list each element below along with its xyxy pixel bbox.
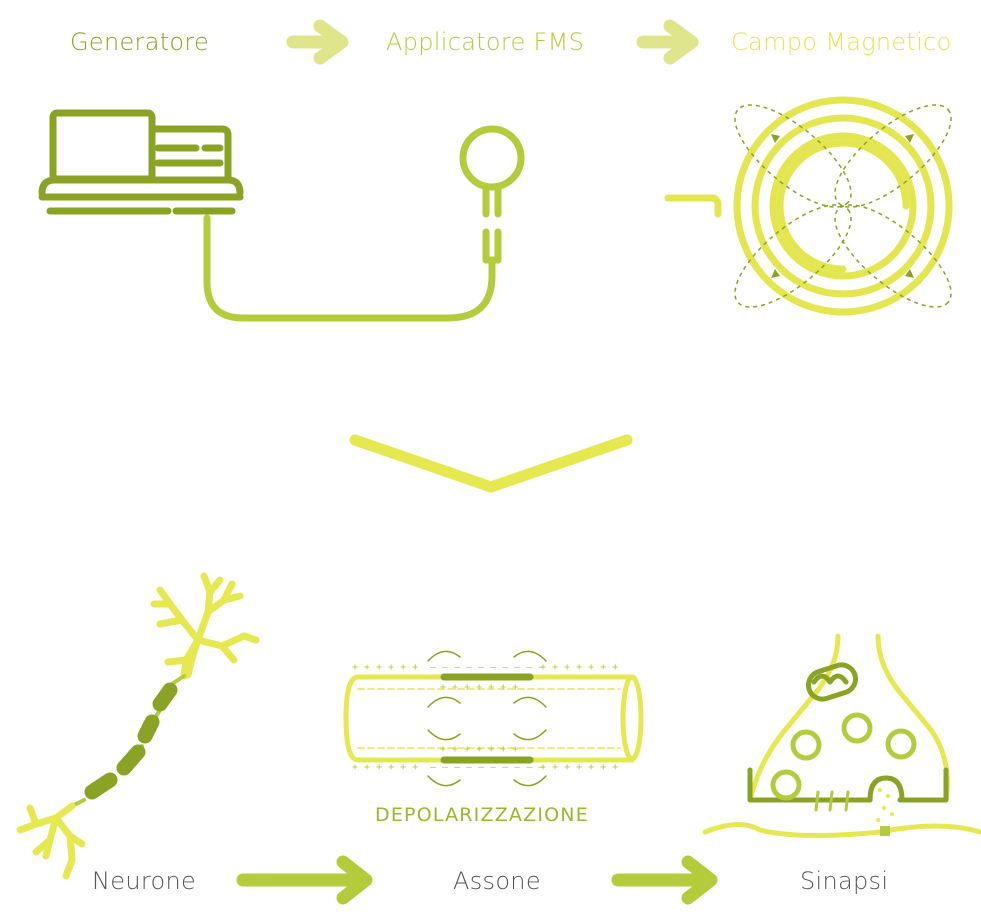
svg-text:+ + + + + +: + + + + + + bbox=[352, 662, 418, 673]
label-sinapsi: Sinapsi bbox=[800, 867, 889, 895]
field-lines bbox=[734, 104, 952, 308]
label-generatore: Generatore bbox=[70, 28, 210, 56]
svg-text:‒ ‒ ‒ ‒ ‒ ‒ ‒ ‒ ‒ ‒: ‒ ‒ ‒ ‒ ‒ ‒ ‒ ‒ ‒ ‒ bbox=[430, 762, 545, 773]
svg-text:+ + + + + + +: + + + + + + + bbox=[540, 662, 618, 673]
arrow-right-icon bbox=[286, 19, 349, 65]
applicator-icon bbox=[203, 125, 525, 322]
label-neurone: Neurone bbox=[92, 867, 197, 895]
field-arrowheads bbox=[771, 134, 914, 278]
svg-text:+ + + + + + +: + + + + + + + bbox=[440, 682, 518, 693]
arrow-right-icon bbox=[636, 19, 699, 65]
neuron-icon bbox=[16, 572, 260, 880]
arrow-right-icon bbox=[236, 855, 373, 905]
arrow-right-icon bbox=[611, 855, 718, 905]
svg-text:‒ ‒ ‒ ‒ ‒ ‒ ‒ ‒ ‒ ‒: ‒ ‒ ‒ ‒ ‒ ‒ ‒ ‒ ‒ ‒ bbox=[430, 662, 545, 673]
svg-text:+ + + + + + +: + + + + + + + bbox=[540, 762, 618, 773]
label-applicatore-fms: Applicatore FMS bbox=[386, 28, 585, 56]
synapse-icon bbox=[702, 633, 981, 839]
svg-text:+ + + + + +: + + + + + + bbox=[352, 762, 418, 773]
svg-text:+ + + + + + +: + + + + + + + bbox=[440, 744, 518, 755]
magnetic-field-coil-icon bbox=[664, 96, 953, 316]
depolarization-caption: DEPOLARIZZAZIONE bbox=[375, 804, 589, 826]
axon-icon: + + + + + + ‒ ‒ ‒ ‒ ‒ ‒ ‒ ‒ ‒ ‒ + + + + … bbox=[343, 650, 644, 787]
generator-icon bbox=[38, 109, 244, 215]
label-assone: Assone bbox=[453, 867, 541, 895]
label-campo-magnetico: Campo Magnetico bbox=[731, 28, 952, 56]
chevron-down-icon bbox=[349, 434, 633, 493]
